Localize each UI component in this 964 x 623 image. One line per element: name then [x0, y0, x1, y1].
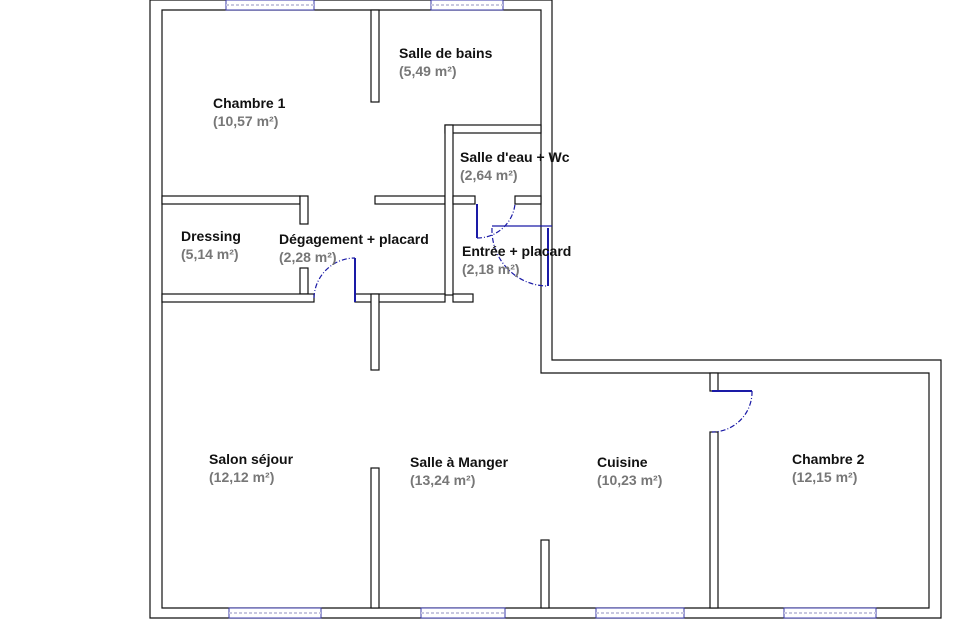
room-label-cuisine: Cuisine (10,23 m²)	[597, 454, 662, 489]
wall	[709, 372, 719, 392]
room-area: (10,57 m²)	[213, 112, 279, 129]
wall	[444, 124, 454, 296]
room-area: (2,28 m²)	[279, 248, 337, 265]
room-label-degagement: Dégagement + placard (2,28 m²)	[279, 231, 429, 266]
wall	[444, 124, 542, 134]
room-area: (12,12 m²)	[209, 468, 275, 485]
room-area: (2,64 m²)	[460, 166, 518, 183]
wall	[161, 195, 301, 205]
door-swing	[491, 227, 549, 287]
room-area: (10,23 m²)	[597, 471, 663, 488]
room-name: Chambre 1	[213, 95, 286, 111]
room-area: (2,18 m²)	[462, 260, 520, 277]
wall	[452, 293, 474, 303]
wall	[161, 293, 315, 303]
walls	[149, 0, 942, 619]
room-label-salle-a-manger: Salle à Manger (13,24 m²)	[410, 454, 508, 489]
room-label-entree: Entrée + placard (2,18 m²)	[462, 243, 571, 278]
room-label-chambre-2: Chambre 2 (12,15 m²)	[792, 451, 864, 486]
room-name: Cuisine	[597, 454, 648, 470]
room-area: (13,24 m²)	[410, 471, 476, 488]
door-swing	[313, 257, 356, 299]
wall	[514, 195, 542, 205]
room-name: Chambre 2	[792, 451, 865, 467]
window	[595, 607, 685, 619]
wall	[370, 293, 380, 371]
room-name: Salon séjour	[209, 451, 294, 467]
wall	[370, 9, 380, 103]
wall	[299, 195, 309, 225]
wall	[540, 539, 550, 609]
room-name: Salle d'eau + Wc	[460, 149, 570, 165]
doors	[313, 203, 753, 433]
room-name: Dégagement + placard	[279, 231, 429, 247]
room-label-chambre-1: Chambre 1 (10,57 m²)	[213, 95, 285, 130]
wall	[354, 293, 446, 303]
wall	[452, 195, 476, 205]
door-swing	[476, 203, 516, 239]
wall	[374, 195, 446, 205]
wall	[370, 467, 380, 609]
room-area: (5,14 m²)	[181, 245, 239, 262]
window	[225, 0, 315, 11]
room-label-salle-d-eau-wc: Salle d'eau + Wc (2,64 m²)	[460, 149, 570, 184]
wall	[299, 267, 309, 295]
room-name: Dressing	[181, 228, 241, 244]
room-name: Salle de bains	[399, 45, 493, 61]
room-name: Entrée + placard	[462, 243, 572, 259]
door-swing	[711, 390, 753, 433]
windows	[225, 0, 877, 619]
room-label-salon-sejour: Salon séjour (12,12 m²)	[209, 451, 293, 486]
room-area: (12,15 m²)	[792, 468, 858, 485]
room-label-dressing: Dressing (5,14 m²)	[181, 228, 241, 263]
room-name: Salle à Manger	[410, 454, 509, 470]
room-label-salle-de-bains: Salle de bains (5,49 m²)	[399, 45, 492, 80]
outer-wall	[149, 0, 942, 619]
room-area: (5,49 m²)	[399, 62, 457, 79]
wall	[709, 431, 719, 609]
